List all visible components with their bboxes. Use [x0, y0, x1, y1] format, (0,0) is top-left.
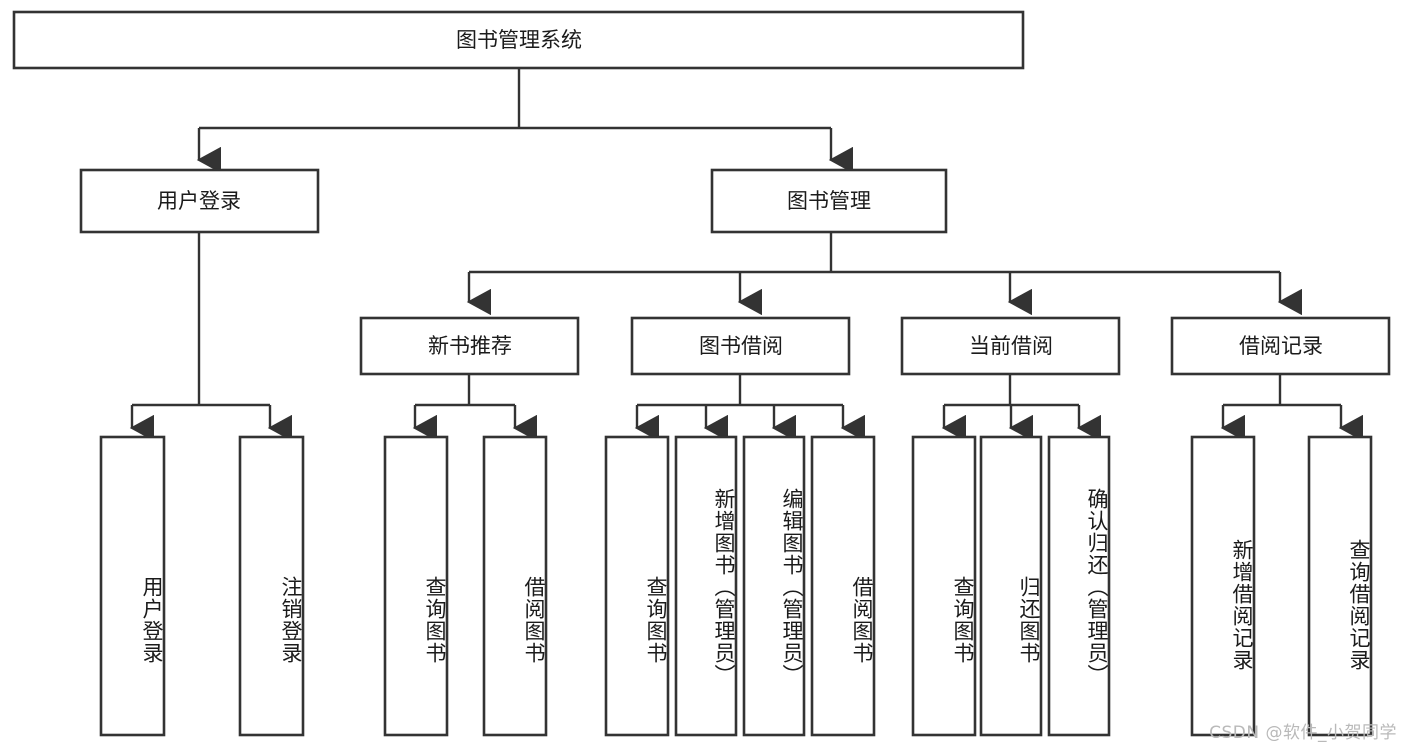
leaf-node-borrow-edit-book[interactable]	[742, 435, 806, 737]
connector-current-borrow-to-leaves	[941, 374, 1101, 442]
leaf-node-new-book-query[interactable]	[383, 435, 449, 737]
node-borrow-records-label: 借阅记录	[1239, 334, 1323, 358]
node-user-login-label: 用户登录	[157, 189, 241, 213]
leaf-node-borrow-borrow-book[interactable]	[810, 435, 876, 737]
node-current-borrow-label: 当前借阅	[969, 334, 1053, 358]
node-book-management-label: 图书管理	[787, 189, 871, 213]
leaf-node-borrow-add-book[interactable]	[674, 435, 738, 737]
leaf-node-new-book-borrow[interactable]	[482, 435, 548, 737]
node-current-borrow[interactable]: 当前借阅	[900, 316, 1121, 376]
node-root-book-management-system[interactable]: 图书管理系统	[12, 10, 1025, 70]
node-user-login[interactable]: 用户登录	[79, 168, 320, 234]
connector-root-to-level2	[196, 68, 853, 174]
csdn-watermark: CSDN @软件_小贺同学	[1209, 723, 1397, 743]
node-borrow-records[interactable]: 借阅记录	[1170, 316, 1391, 376]
leaf-node-current-return-book[interactable]	[979, 435, 1043, 737]
node-book-borrow-label: 图书借阅	[699, 334, 783, 358]
connector-book-manage-to-level3	[466, 232, 1302, 316]
node-book-management[interactable]: 图书管理	[710, 168, 948, 234]
node-new-book-recommend[interactable]: 新书推荐	[359, 316, 580, 376]
leaf-node-user-login-login[interactable]	[99, 435, 166, 737]
node-new-book-recommend-label: 新书推荐	[428, 334, 512, 358]
leaf-node-user-login-logout[interactable]	[238, 435, 305, 737]
connector-new-book-to-leaves	[412, 374, 537, 442]
node-book-borrow[interactable]: 图书借阅	[630, 316, 851, 376]
leaf-node-records-query-record[interactable]	[1307, 435, 1373, 737]
connector-user-login-to-leaves	[129, 232, 292, 442]
leaf-node-records-add-record[interactable]	[1190, 435, 1256, 737]
leaf-node-borrow-query-book[interactable]	[604, 435, 670, 737]
leaf-node-current-confirm-return[interactable]	[1047, 435, 1111, 737]
connector-book-borrow-to-leaves	[634, 374, 865, 442]
node-root-label: 图书管理系统	[456, 28, 582, 52]
connector-borrow-records-to-leaves	[1220, 374, 1363, 442]
leaf-node-current-query-book[interactable]	[911, 435, 977, 737]
